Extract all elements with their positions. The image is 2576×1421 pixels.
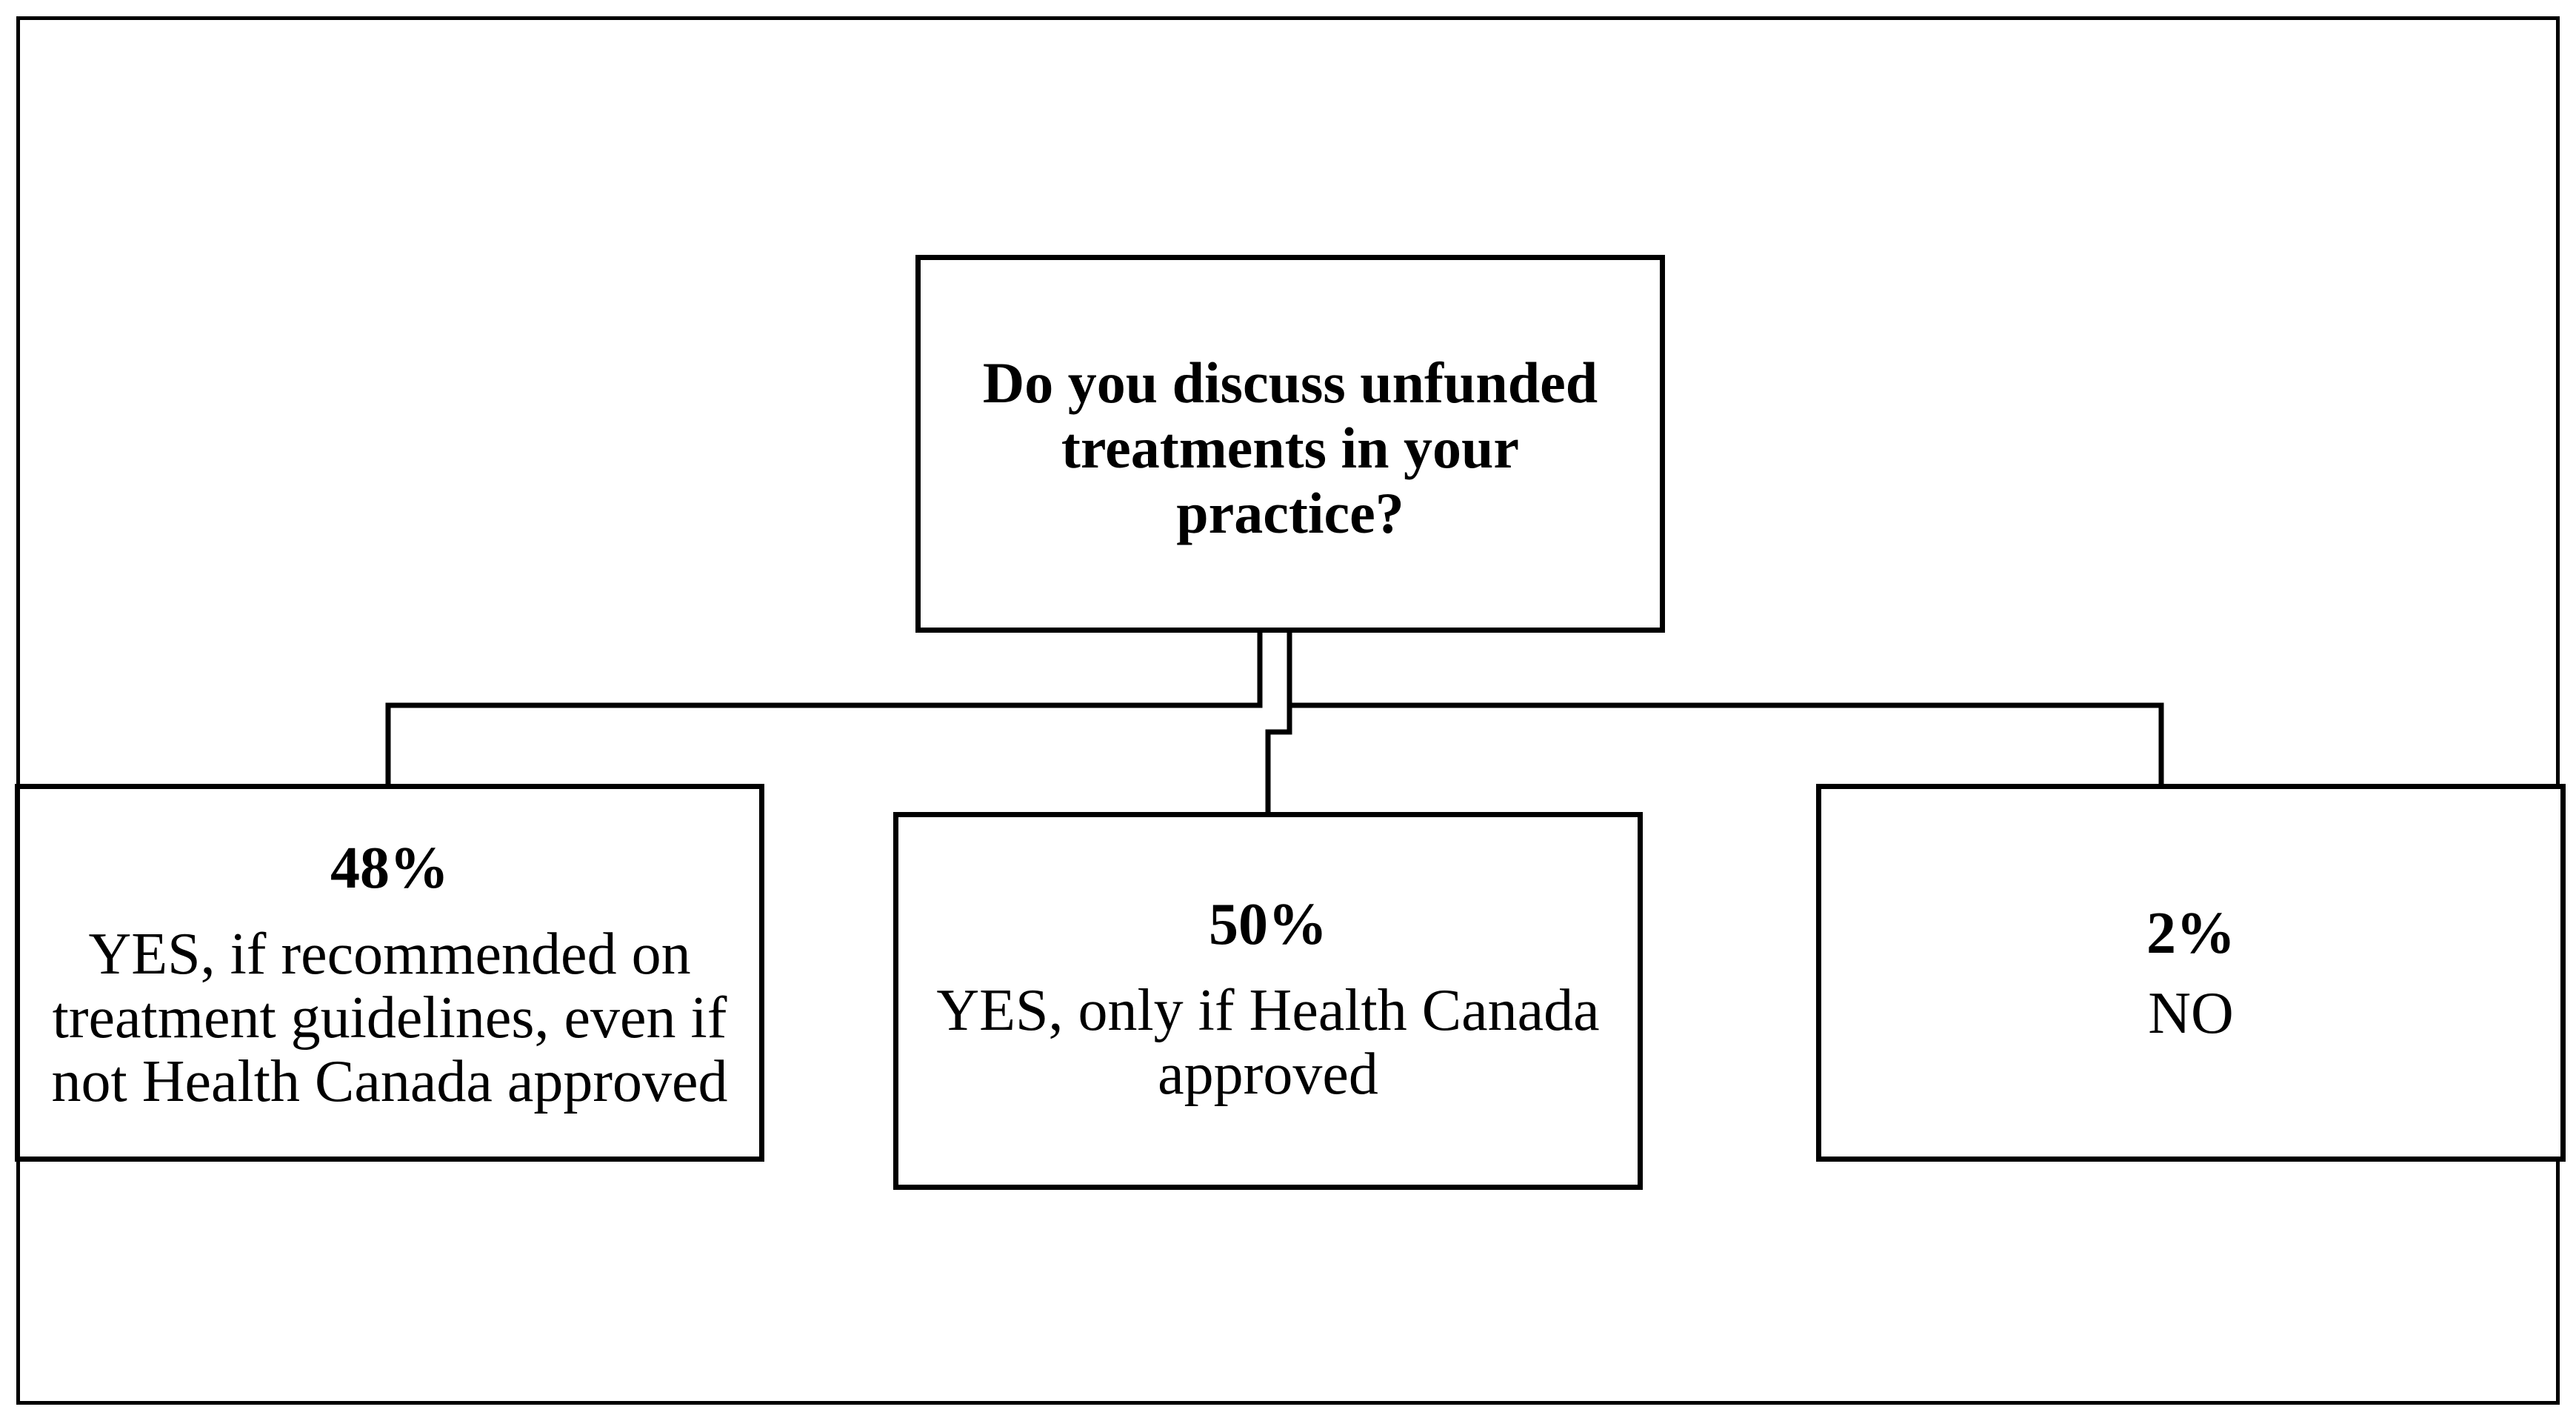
- answer-percent: 50%: [1209, 892, 1327, 957]
- connector-right: [1289, 702, 2164, 784]
- answer-percent: 2%: [2146, 901, 2235, 966]
- answer-label: YES, only if Health Canada approved: [936, 978, 1600, 1107]
- question-text: Do you discuss unfunded treatments in yo…: [982, 350, 1598, 545]
- answer-label: NO: [2148, 981, 2234, 1046]
- answer-box-no: 2% NO: [1816, 784, 2566, 1162]
- connector-left: [385, 633, 1263, 784]
- answer-box-yes-health-canada: 50% YES, only if Health Canada approved: [893, 812, 1643, 1190]
- connector-middle: [1265, 633, 1292, 812]
- answer-label: YES, if recommended on treatment guideli…: [51, 922, 728, 1114]
- diagram-frame: [16, 16, 2560, 1405]
- answer-box-yes-guidelines: 48% YES, if recommended on treatment gui…: [15, 784, 764, 1162]
- answer-percent: 48%: [330, 836, 449, 901]
- question-box: Do you discuss unfunded treatments in yo…: [915, 255, 1665, 633]
